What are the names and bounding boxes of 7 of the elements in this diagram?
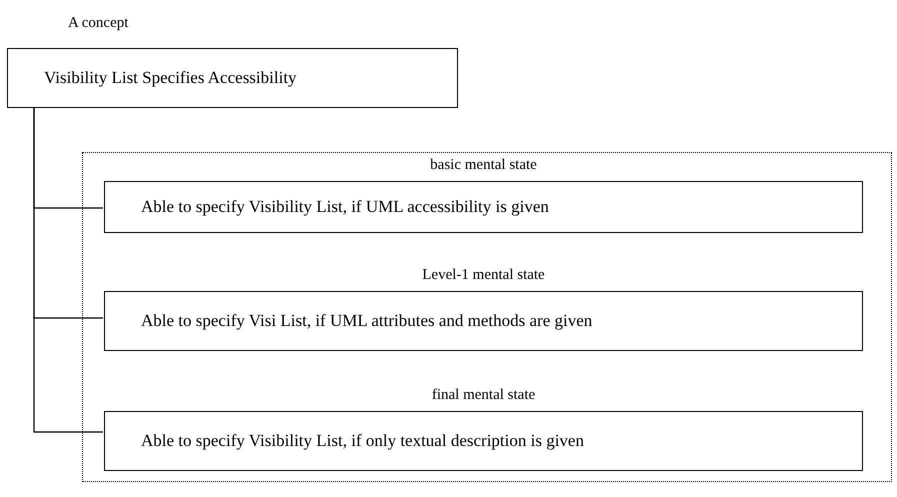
connector-line bbox=[33, 108, 103, 433]
dotted-group-frame bbox=[82, 152, 892, 482]
box-text: Visibility List Specifies Accessibility bbox=[44, 67, 297, 89]
box-heading: A concept bbox=[68, 16, 128, 31]
box-text: Able to specify Visibility List, if UML accessibility is given bbox=[141, 196, 549, 218]
box-text: Able to specify Visi List, if UML attributes and methods are given bbox=[141, 310, 592, 332]
box-text: Able to specify Visibility List, if only textual description is given bbox=[141, 430, 584, 452]
